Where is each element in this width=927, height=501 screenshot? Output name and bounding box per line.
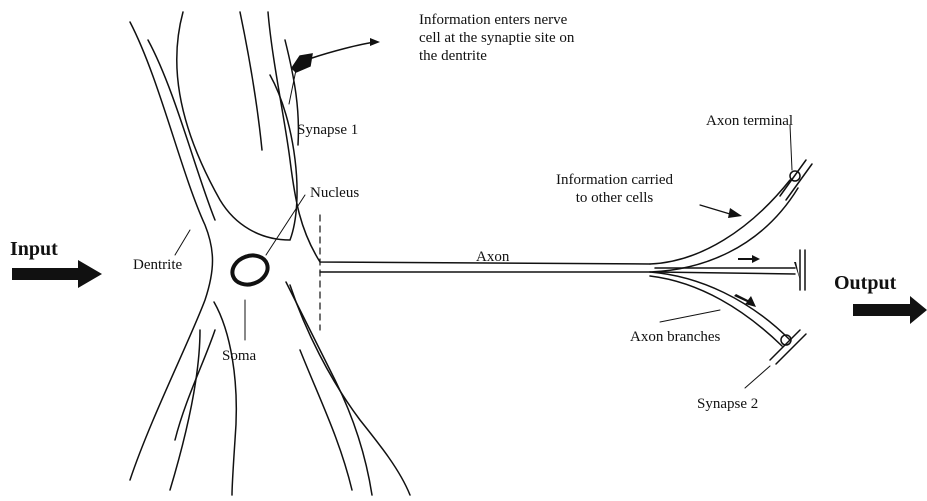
input-label: Input (10, 240, 58, 258)
nucleus-label: Nucleus (310, 184, 359, 202)
soma-dendrite-outline (130, 12, 650, 495)
output-arrow (853, 296, 927, 324)
info-out-arrow (700, 205, 730, 214)
axon-terminal-label: Axon terminal (706, 112, 793, 130)
axon-label: Axon (476, 248, 509, 266)
output-label: Output (834, 274, 896, 292)
info-enters-line-2: cell at the synaptie site on (419, 29, 574, 47)
info-enters-label: Information enters nerve cell at the syn… (419, 11, 574, 65)
soma-label: Soma (222, 347, 256, 365)
info-enters-line-3: the dentrite (419, 47, 574, 65)
input-arrow (12, 260, 102, 288)
synapse-1-shape (292, 54, 312, 72)
nucleus-shape (228, 251, 271, 290)
synapse-1-label: Synapse 1 (297, 121, 358, 139)
info-enters-line-1: Information enters nerve (419, 11, 574, 29)
axon-branches-label: Axon branches (630, 328, 720, 346)
info-carried-line-2: to other cells (556, 189, 673, 207)
info-in-arrow (312, 42, 375, 58)
axon-terminals (770, 160, 812, 364)
info-carried-line-1: Information carried (556, 171, 673, 189)
info-carried-label: Information carried to other cells (556, 171, 673, 207)
dentrite-label: Dentrite (133, 256, 182, 274)
synapse-2-label: Synapse 2 (697, 395, 758, 413)
